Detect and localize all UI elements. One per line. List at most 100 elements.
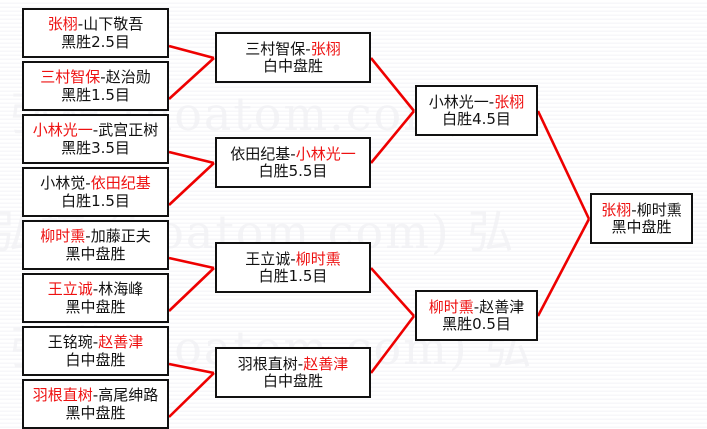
- match-node-r1m7[interactable]: 王铭琬-赵善津白中盘胜: [22, 326, 169, 376]
- player-winner: 依田纪基: [90, 174, 151, 193]
- player-winner: 三村智保: [40, 68, 101, 87]
- match-node-r2m3[interactable]: 王立诚-柳时熏白胜1.5目: [215, 242, 371, 293]
- match-result: 黑胜3.5目: [61, 138, 130, 157]
- match-node-sf1[interactable]: 小林光一-张栩白胜4.5目: [415, 85, 538, 136]
- player-winner: 柳时熏: [428, 297, 474, 316]
- player-winner: 张栩: [47, 15, 78, 34]
- pair-separator: -: [488, 92, 495, 111]
- match-pairing: 依田纪基-小林光一: [230, 146, 355, 162]
- player-loser: 高尾绅路: [98, 386, 159, 405]
- pair-separator: -: [631, 200, 637, 219]
- match-pairing: 三村智保-赵治勋: [40, 69, 150, 85]
- player-loser: 小林觉: [40, 174, 86, 193]
- match-result: 黑中盘胜: [65, 244, 126, 263]
- match-pairing: 小林光一-武宫正树: [33, 122, 158, 138]
- match-node-r1m8[interactable]: 羽根直树-高尾绅路黑中盘胜: [22, 379, 169, 429]
- player-loser: 赵善津: [479, 297, 525, 316]
- match-result: 黑胜0.5目: [442, 315, 511, 333]
- pair-separator: -: [100, 68, 106, 87]
- match-pairing: 三村智保-张栩: [245, 41, 340, 57]
- connector-line: [536, 218, 591, 317]
- pair-separator: -: [290, 144, 296, 163]
- player-winner: 王立诚: [47, 280, 93, 299]
- player-loser: 王立诚: [245, 249, 291, 268]
- match-pairing: 张栩-柳时熏: [601, 202, 681, 218]
- player-winner: 柳时熏: [295, 249, 341, 268]
- connector-line: [168, 372, 215, 418]
- player-winner: 赵善津: [303, 354, 349, 373]
- connector-line: [168, 162, 215, 206]
- match-node-r1m1[interactable]: 张栩-山下敬吾黑胜2.5目: [22, 8, 169, 58]
- match-pairing: 羽根直树-高尾绅路: [33, 387, 158, 403]
- player-loser: 羽根直树: [237, 354, 298, 373]
- match-pairing: 小林觉-依田纪基: [40, 175, 150, 191]
- match-node-r1m6[interactable]: 王立诚-林海峰黑中盘胜: [22, 273, 169, 323]
- player-winner: 张栩: [601, 200, 632, 219]
- player-loser: 小林光一: [428, 92, 489, 111]
- player-winner: 张栩: [310, 39, 341, 58]
- pair-separator: -: [92, 121, 99, 140]
- match-node-r2m4[interactable]: 羽根直树-赵善津白中盘胜: [215, 347, 371, 398]
- match-node-r1m2[interactable]: 三村智保-赵治勋黑胜1.5目: [22, 61, 169, 111]
- match-node-r1m5[interactable]: 柳时熏-加藤正夫黑中盘胜: [22, 220, 169, 270]
- match-pairing: 张栩-山下敬吾: [48, 16, 143, 32]
- player-loser: 林海峰: [98, 280, 144, 299]
- connector-line: [369, 110, 416, 164]
- connector-line: [369, 57, 416, 112]
- connector-line: [168, 267, 215, 312]
- match-result: 白中盘胜: [262, 372, 323, 390]
- player-winner: 小林光一: [295, 144, 356, 163]
- match-pairing: 小林光一-张栩: [429, 94, 524, 110]
- match-node-r1m4[interactable]: 小林觉-依田纪基白胜1.5目: [22, 167, 169, 217]
- match-pairing: 柳时熏-赵善津: [429, 299, 524, 315]
- pair-separator: -: [92, 280, 99, 299]
- pair-separator: -: [92, 386, 99, 405]
- player-loser: 王铭琬: [47, 333, 93, 352]
- player-winner: 羽根直树: [32, 386, 93, 405]
- connector-line: [168, 44, 215, 60]
- match-result: 黑中盘胜: [65, 297, 126, 316]
- player-winner: 小林光一: [32, 121, 93, 140]
- match-node-r2m2[interactable]: 依田纪基-小林光一白胜5.5目: [215, 137, 371, 188]
- match-result: 白中盘胜: [262, 57, 323, 75]
- pair-separator: -: [85, 227, 91, 246]
- connector-line: [168, 57, 215, 100]
- player-loser: 柳时熏: [636, 200, 682, 219]
- match-pairing: 王立诚-林海峰: [48, 281, 143, 297]
- player-loser: 三村智保: [245, 39, 306, 58]
- connector-line: [168, 150, 215, 165]
- player-loser: 武宫正树: [98, 121, 159, 140]
- player-loser: 赵治勋: [105, 68, 151, 87]
- match-result: 白中盘胜: [65, 350, 126, 369]
- match-pairing: 王立诚-柳时熏: [245, 251, 340, 267]
- pair-separator: -: [77, 15, 84, 34]
- match-result: 黑胜2.5目: [61, 32, 130, 51]
- player-winner: 赵善津: [98, 333, 144, 352]
- connector-line: [369, 315, 416, 374]
- match-node-r1m3[interactable]: 小林光一-武宫正树黑胜3.5目: [22, 114, 169, 164]
- player-loser: 山下敬吾: [83, 15, 144, 34]
- connector-line: [168, 362, 215, 375]
- pair-separator: -: [92, 333, 99, 352]
- match-node-sf2[interactable]: 柳时熏-赵善津黑胜0.5目: [415, 290, 538, 341]
- pair-separator: -: [305, 39, 311, 58]
- pair-separator: -: [473, 297, 480, 316]
- match-result: 白胜5.5目: [258, 162, 328, 180]
- connector-line: [536, 110, 591, 220]
- connector-line: [370, 267, 415, 317]
- pair-separator: -: [85, 174, 91, 193]
- match-pairing: 柳时熏-加藤正夫: [40, 228, 150, 244]
- match-node-r2m1[interactable]: 三村智保-张栩白中盘胜: [215, 32, 371, 83]
- player-loser: 依田纪基: [230, 144, 291, 163]
- connector-line: [168, 256, 215, 270]
- player-loser: 加藤正夫: [90, 227, 151, 246]
- match-result: 白胜4.5目: [442, 110, 511, 128]
- match-pairing: 王铭琬-赵善津: [48, 334, 143, 350]
- player-winner: 柳时熏: [40, 227, 86, 246]
- player-winner: 张栩: [494, 92, 525, 111]
- match-result: 白胜1.5目: [61, 191, 130, 210]
- match-result: 白胜1.5目: [258, 267, 328, 285]
- match-node-f1[interactable]: 张栩-柳时熏黑中盘胜: [590, 193, 693, 244]
- match-result: 黑胜1.5目: [61, 85, 130, 104]
